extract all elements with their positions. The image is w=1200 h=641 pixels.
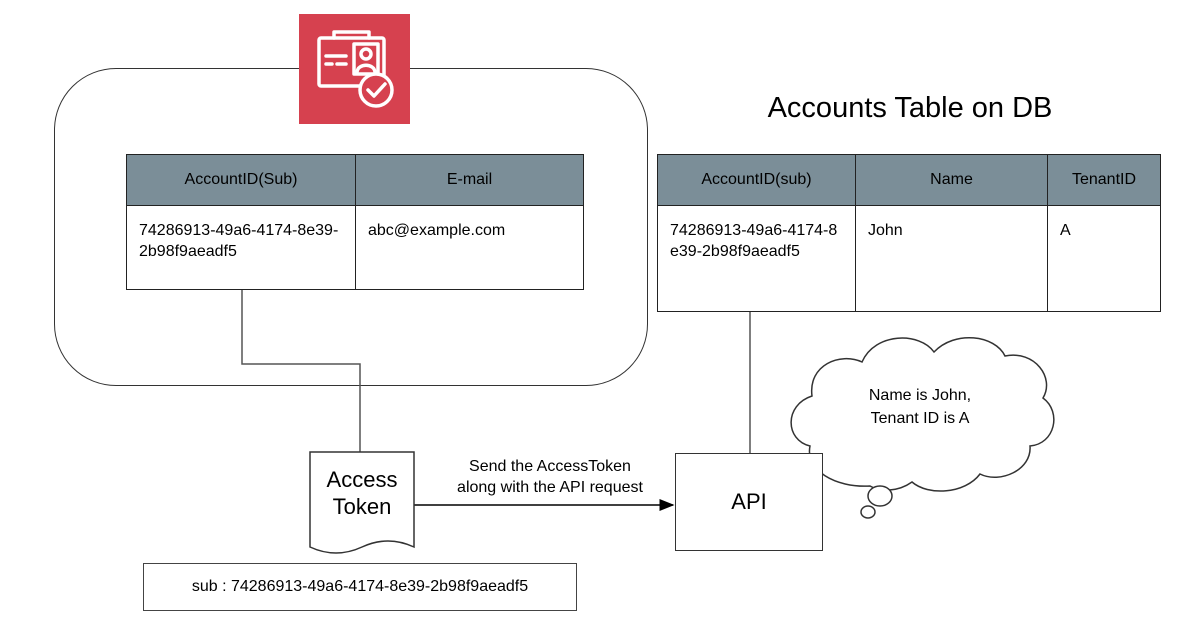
thought-cloud-line2: Tenant ID is A <box>870 410 970 427</box>
table-row: 74286913-49a6-4174-8e39-2b98f9aeadf5 abc… <box>126 205 584 290</box>
access-token-document-shape <box>309 451 415 554</box>
access-token-label-line2: Token <box>332 494 392 519</box>
token-sub-claim-box: sub : 74286913-49a6-4174-8e39-2b98f9aead… <box>143 563 577 611</box>
request-message-line1: Send the AccessToken <box>469 458 631 475</box>
db-accounts-table: AccountID(sub) Name TenantID 74286913-49… <box>657 154 1161 312</box>
cell-account-id: 74286913-49a6-4174-8e39-2b98f9aeadf5 <box>126 205 356 290</box>
token-sub-claim: sub : 74286913-49a6-4174-8e39-2b98f9aead… <box>191 578 529 595</box>
thought-cloud-line1: Name is John, <box>868 387 972 404</box>
access-token-label-line1: Access <box>326 467 398 492</box>
access-token-label: Access Token <box>310 466 414 520</box>
table-header-row: AccountID(sub) Name TenantID <box>657 154 1161 206</box>
table-header-row: AccountID(Sub) E-mail <box>126 154 584 206</box>
table-row: 74286913-49a6-4174-8e39-2b98f9aeadf5 Joh… <box>657 205 1161 312</box>
header-name: Name <box>855 154 1048 206</box>
thought-cloud <box>790 337 1055 519</box>
header-account-id: AccountID(Sub) <box>126 154 356 206</box>
api-label: API <box>731 489 767 514</box>
user-pool-table: AccountID(Sub) E-mail 74286913-49a6-4174… <box>126 154 584 290</box>
cell-account-id: 74286913-49a6-4174-8e39-2b98f9aeadf5 <box>657 205 856 312</box>
request-message: Send the AccessToken along with the API … <box>420 456 680 498</box>
cell-email: abc@example.com <box>355 205 584 290</box>
header-tenant-id: TenantID <box>1047 154 1161 206</box>
header-account-id: AccountID(sub) <box>657 154 856 206</box>
api-box: API <box>675 453 823 551</box>
cell-tenant-id: A <box>1047 205 1161 312</box>
header-email: E-mail <box>355 154 584 206</box>
user-pool-to-token-connector <box>241 274 361 454</box>
request-message-line2: along with the API request <box>457 479 643 496</box>
db-table-title: Accounts Table on DB <box>767 92 1053 124</box>
thought-cloud-text: Name is John, Tenant ID is A <box>820 384 1020 430</box>
cognito-user-pool-icon <box>299 14 410 124</box>
cell-name: John <box>855 205 1048 312</box>
